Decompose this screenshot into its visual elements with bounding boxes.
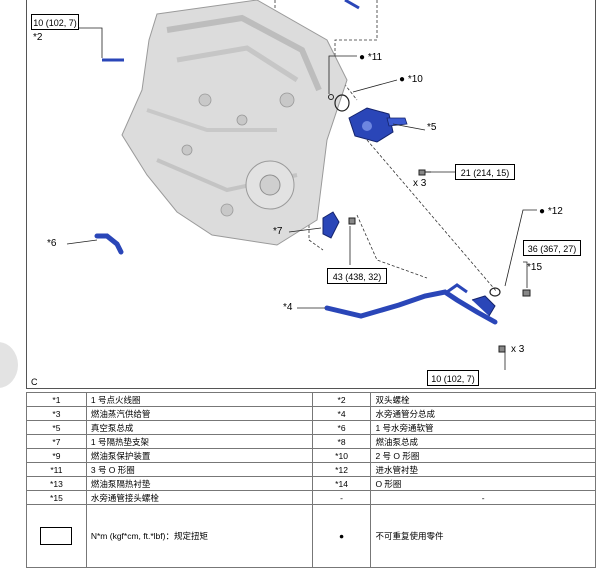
legend-desc: 1 号隔热垫支架 <box>85 434 313 449</box>
legend-code: *9 <box>26 448 87 463</box>
engine-block <box>121 0 348 246</box>
heat-insulator-bracket <box>322 211 340 239</box>
legend-desc: O 形圈 <box>370 476 596 491</box>
legend-code: *1 <box>26 392 87 407</box>
legend-desc: 燃油泵总成 <box>370 434 596 449</box>
o-ring-10 <box>334 94 350 112</box>
torque-spec-vacuum-pump: 21 (214, 15) <box>455 164 515 180</box>
exploded-view-diagram <box>66 0 537 370</box>
water-bypass-pipe <box>324 283 498 325</box>
non-reusable-dot-icon: ● <box>311 504 372 568</box>
legend-code: - <box>311 490 372 505</box>
table-row: *1 1 号点火线圈 *2 双头螺栓 <box>26 392 596 407</box>
pump-bolts <box>418 169 431 176</box>
legend-desc: 水旁通管接头螺栓 <box>85 490 313 505</box>
o-ring-11 <box>328 94 334 100</box>
legend-desc: 进水管衬垫 <box>370 462 596 477</box>
water-bypass-hose <box>94 233 124 255</box>
callout-11: ● *11 <box>359 52 383 63</box>
non-reusable-key-text: 不可重复使用零件 <box>370 504 596 568</box>
legend-key-row: N*m (kgf*cm, ft.*lbf)：规定扭矩 ● 不可重复使用零件 <box>26 504 596 568</box>
callout-2: *2 <box>33 32 43 43</box>
callout-x3-pipe: x 3 <box>511 344 525 355</box>
top-part <box>344 0 360 10</box>
torque-key-text: N*m (kgf*cm, ft.*lbf)：规定扭矩 <box>85 504 313 568</box>
torque-spec-union-bolt: 36 (367, 27) <box>523 240 581 256</box>
legend-code: *11 <box>26 462 87 477</box>
legend-code: *13 <box>26 476 87 491</box>
legend-code: *6 <box>311 420 372 435</box>
legend-code: *7 <box>26 434 87 449</box>
callout-x3-pump: x 3 <box>413 178 427 189</box>
table-row: *3 燃油蒸汽供给管 *4 水旁通管分总成 <box>26 406 596 421</box>
table-row: *7 1 号隔热垫支架 *8 燃油泵总成 <box>26 434 596 449</box>
legend-desc: 燃油蒸汽供给管 <box>85 406 313 421</box>
torque-spec-stud-bolt: 10 (102, 7) <box>31 14 79 30</box>
callout-12: ● *12 <box>539 206 563 217</box>
legend-desc: 真空泵总成 <box>85 420 313 435</box>
diagram-panel: 10 (102, 7) 21 (214, 15) 43 (438, 32) 36… <box>26 0 596 389</box>
legend-desc: - <box>370 490 596 505</box>
legend-code: *14 <box>311 476 372 491</box>
callout-15: *15 <box>527 262 543 273</box>
union-bolt <box>522 289 531 297</box>
legend-code: *12 <box>311 462 372 477</box>
scroll-indicator[interactable] <box>0 342 18 388</box>
legend-code: *15 <box>26 490 87 505</box>
legend-code: *3 <box>26 406 87 421</box>
table-row: *15 水旁通管接头螺栓 - - <box>26 490 596 505</box>
torque-spec-pipe-bolt: 10 (102, 7) <box>427 370 479 386</box>
legend-desc: 燃油泵隔热衬垫 <box>85 476 313 491</box>
callout-4: *4 <box>283 302 293 313</box>
callout-7: *7 <box>273 226 283 237</box>
corner-label: C <box>31 377 38 387</box>
table-row: *9 燃油泵保护装置 *10 2 号 O 形圈 <box>26 448 596 463</box>
torque-spec-bracket: 43 (438, 32) <box>327 268 387 284</box>
legend-desc: 1 号点火线圈 <box>85 392 313 407</box>
legend-desc: 2 号 O 形圈 <box>370 448 596 463</box>
legend-code: *8 <box>311 434 372 449</box>
legend-desc: 1 号水旁通软管 <box>370 420 596 435</box>
table-row: *5 真空泵总成 *6 1 号水旁通软管 <box>26 420 596 435</box>
torque-key-symbol-cell <box>26 504 87 568</box>
legend-code: *4 <box>311 406 372 421</box>
legend-desc: 水旁通管分总成 <box>370 406 596 421</box>
legend-code: *10 <box>311 448 372 463</box>
torque-box-icon <box>40 527 73 545</box>
bracket-bolt <box>348 217 356 225</box>
legend-code: *5 <box>26 420 87 435</box>
callout-6: *6 <box>47 238 57 249</box>
legend-desc: 燃油泵保护装置 <box>85 448 313 463</box>
legend-code: *2 <box>311 392 372 407</box>
callout-10: ● *10 <box>399 74 423 85</box>
leader-lines <box>66 27 537 370</box>
table-row: *13 燃油泵隔热衬垫 *14 O 形圈 <box>26 476 596 491</box>
legend-table: *1 1 号点火线圈 *2 双头螺栓 *3 燃油蒸汽供给管 *4 水旁通管分总成… <box>26 392 596 568</box>
pipe-bolts <box>498 345 506 353</box>
vacuum-pump-part <box>348 107 408 143</box>
legend-desc: 3 号 O 形圈 <box>85 462 313 477</box>
callout-5: *5 <box>427 122 437 133</box>
table-row: *11 3 号 O 形圈 *12 进水管衬垫 <box>26 462 596 477</box>
inlet-gasket <box>489 287 501 297</box>
legend-desc: 双头螺栓 <box>370 392 596 407</box>
